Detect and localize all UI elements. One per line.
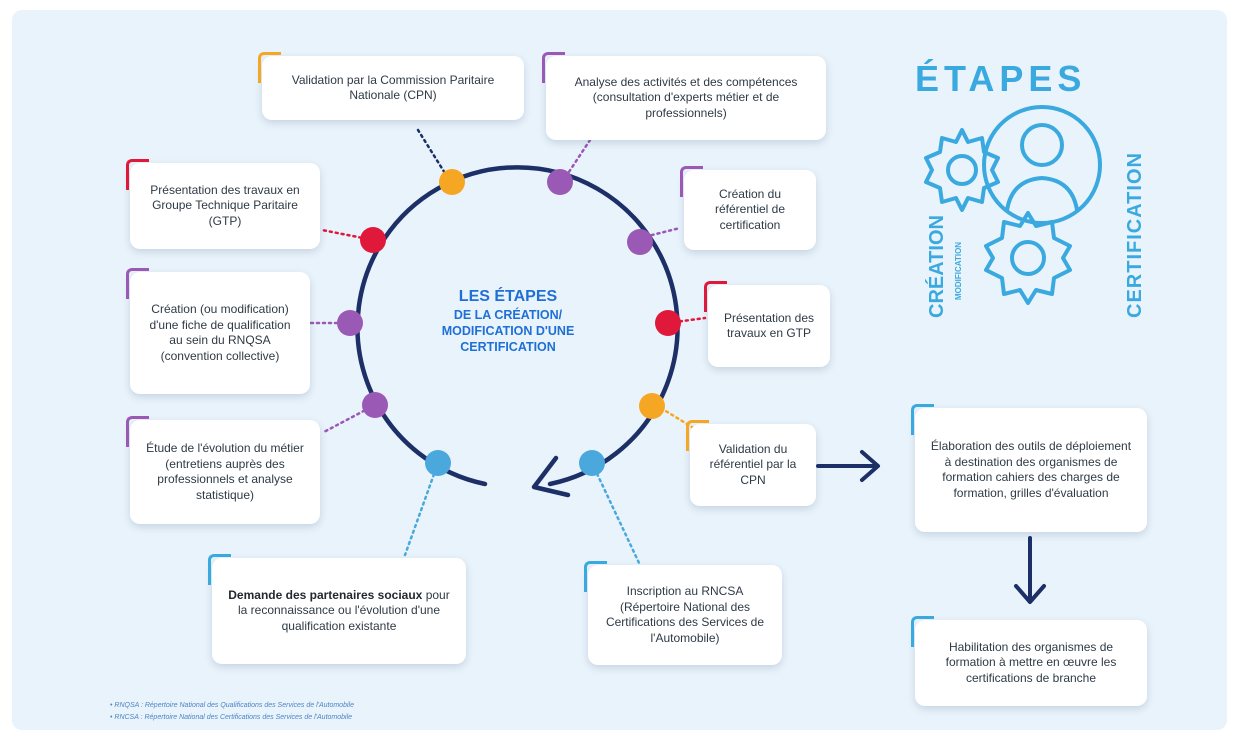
card-text: Présentation des travaux en GTP	[723, 310, 815, 341]
logo-certification: CERTIFICATION	[1124, 152, 1146, 318]
node-purple	[547, 169, 573, 195]
card-accent	[542, 52, 565, 83]
connector	[563, 138, 592, 180]
card-text-bold: Demande des partenaires sociaux	[228, 587, 423, 602]
card-accent	[680, 166, 703, 197]
connector	[403, 461, 440, 557]
center-title-line2: DE LA CRÉATION/	[453, 308, 563, 322]
footnote-rncsa: • RNCSA : Répertoire National des Certif…	[110, 714, 353, 721]
card-demande: Demande des partenaires sociaux pour la …	[208, 554, 466, 664]
center-title-line1: LES ÉTAPES	[458, 288, 558, 305]
arrow-down-head	[1014, 584, 1046, 604]
card-text: Validation du référentiel par la CPN	[709, 441, 797, 487]
node-red	[655, 310, 681, 336]
card-accent	[686, 420, 709, 451]
card-text: Demande des partenaires sociaux pour la …	[224, 588, 454, 635]
node-red	[360, 227, 386, 253]
cycle-arrowhead	[531, 455, 571, 498]
card-text: Étude de l'évolution du métier (entretie…	[146, 441, 304, 502]
center-title: LES ÉTAPES DE LA CRÉATION/ MODIFICATION …	[408, 287, 608, 355]
node-purple	[627, 229, 653, 255]
card-elaboration: Élaboration des outils de déploiement à …	[911, 404, 1147, 532]
card-accent	[584, 561, 607, 592]
node-purple	[337, 310, 363, 336]
card-creation-referentiel: Création du référentiel de certification	[680, 166, 816, 250]
center-title-line3: MODIFICATION D'UNE	[441, 324, 575, 338]
card-text: Habilitation des organismes de formation…	[945, 639, 1117, 685]
card-text: Inscription au RNCSA (Répertoire Nationa…	[605, 584, 765, 645]
card-text: Élaboration des outils de déploiement à …	[930, 439, 1132, 500]
card-accent	[911, 404, 934, 435]
footnote-rnqsa: • RNQSA : Répertoire National des Qualif…	[110, 702, 354, 709]
card-accent	[704, 281, 727, 312]
card-habilitation: Habilitation des organismes de formation…	[911, 616, 1147, 706]
card-analyse: Analyse des activités et des compétences…	[542, 52, 826, 140]
arrow-right-head	[860, 450, 880, 482]
node-orange	[639, 393, 665, 419]
connector	[416, 128, 450, 180]
center-title-line4: CERTIFICATION	[460, 340, 556, 354]
card-text: Analyse des activités et des compétences…	[574, 74, 798, 120]
card-text: Création (ou modification) d'une fiche d…	[149, 302, 291, 363]
card-presentation-gtp: Présentation des travaux en GTP	[704, 281, 830, 367]
gears-person-icon	[924, 105, 1102, 305]
connector	[320, 403, 377, 435]
connector	[590, 461, 642, 567]
card-etude: Étude de l'évolution du métier (entretie…	[126, 416, 320, 524]
logo-modification: MODIFICATION	[954, 241, 963, 300]
card-accent	[911, 616, 934, 647]
card-creation-fiche: Création (ou modification) d'une fiche d…	[126, 268, 310, 394]
card-text: Présentation des travaux en Groupe Techn…	[150, 182, 300, 228]
node-purple	[362, 392, 388, 418]
card-text: Validation par la Commission Paritaire N…	[291, 72, 495, 103]
node-orange	[439, 169, 465, 195]
card-validation-referentiel: Validation du référentiel par la CPN	[686, 420, 816, 506]
card-inscription: Inscription au RNCSA (Répertoire Nationa…	[584, 561, 782, 665]
card-accent	[126, 159, 149, 190]
card-text: Création du référentiel de certification	[714, 186, 786, 232]
logo-creation: CRÉATION	[926, 215, 948, 318]
card-accent	[208, 554, 231, 585]
logo-title: ÉTAPES	[915, 58, 1087, 99]
card-validation-cpn: Validation par la Commission Paritaire N…	[258, 52, 524, 120]
card-text-rest: pour la reconnaissance ou l'évolution d'…	[237, 587, 450, 633]
card-presentation-groupe: Présentation des travaux en Groupe Techn…	[126, 159, 320, 249]
node-blue	[579, 450, 605, 476]
card-accent	[126, 416, 149, 447]
card-accent	[258, 52, 281, 83]
card-accent	[126, 268, 149, 299]
node-blue	[425, 450, 451, 476]
